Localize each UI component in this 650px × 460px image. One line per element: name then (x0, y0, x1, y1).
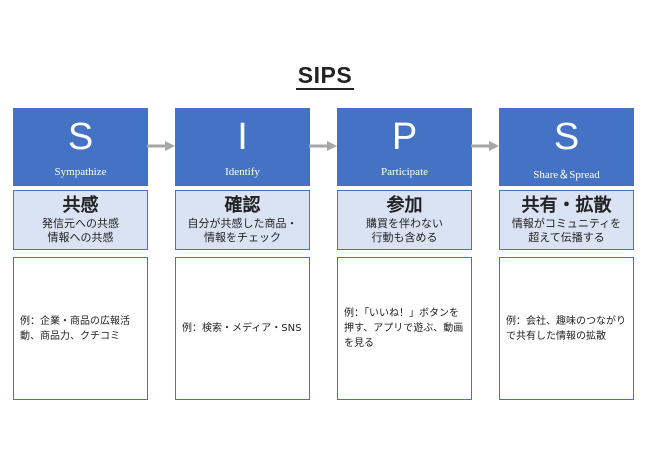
stage-header: S Share＆Spread (499, 108, 634, 186)
stage-description-line1: 情報がコミュニティを (511, 217, 622, 230)
stage-description-line2: 行動も含める (371, 231, 438, 244)
stage-english-name: Participate (380, 166, 429, 178)
stage-header: I Identify (175, 108, 310, 186)
stage-identify: I Identify 確認 自分が共感した商品・ 情報をチェック 例：検索・メデ… (175, 108, 310, 400)
stage-header: S Sympathize (13, 108, 148, 186)
stage-share-spread: S Share＆Spread 共有・拡散 情報がコミュニティを 超えて伝播する … (499, 108, 634, 400)
diagram-title: SIPS (295, 62, 355, 90)
stage-description-line1: 自分が共感した商品・ (187, 217, 298, 230)
stage-example-box: 例：会社、趣味のつながりで共有した情報の拡散 (499, 257, 634, 400)
stage-sympathize: S Sympathize 共感 発信元への共感 情報への共感 例：企業・商品の広… (13, 108, 148, 400)
stage-description-line2: 超えて伝播する (528, 231, 605, 244)
stage-description-line1: 発信元への共感 (42, 217, 119, 230)
stage-description-line2: 情報をチェック (204, 231, 281, 244)
stage-example: 例：会社、趣味のつながりで共有した情報の拡散 (506, 315, 626, 342)
stage-summary: 確認 自分が共感した商品・ 情報をチェック (175, 190, 310, 250)
stage-letter: P (391, 116, 418, 158)
stage-letter: I (237, 116, 248, 158)
stage-example-box: 例：「いいね！」ボタンを押す、アプリで遊ぶ、動画を見る (337, 257, 472, 400)
stage-participate: P Participate 参加 購買を伴わない 行動も含める 例：「いいね！」… (337, 108, 472, 400)
stage-japanese-name: 確認 (224, 195, 261, 216)
stage-example-box: 例：検索・メディア・SNS (175, 257, 310, 400)
stage-description-line2: 情報への共感 (47, 231, 114, 244)
stage-letter: S (553, 116, 580, 158)
stage-japanese-name: 共感 (62, 195, 99, 216)
stage-example: 例：検索・メディア・SNS (182, 323, 302, 334)
stage-japanese-name: 共有・拡散 (521, 195, 612, 216)
stage-letter: S (67, 116, 94, 158)
stage-english-name: Sympathize (54, 166, 107, 178)
stage-english-name: Share＆Spread (533, 169, 600, 181)
stage-example: 例：「いいね！」ボタンを押す、アプリで遊ぶ、動画を見る (344, 308, 464, 349)
stage-summary: 参加 購買を伴わない 行動も含める (337, 190, 472, 250)
stage-example-box: 例：企業・商品の広報活動、商品力、クチコミ (13, 257, 148, 400)
arrow-right-icon (147, 141, 175, 151)
stage-summary: 共感 発信元への共感 情報への共感 (13, 190, 148, 250)
stage-description-line1: 購買を伴わない (366, 217, 443, 230)
arrow-right-icon (309, 141, 337, 151)
stage-english-name: Identify (225, 166, 260, 178)
stage-header: P Participate (337, 108, 472, 186)
arrow-right-icon (471, 141, 499, 151)
stage-japanese-name: 参加 (386, 195, 423, 216)
stage-example: 例：企業・商品の広報活動、商品力、クチコミ (20, 315, 130, 342)
stage-summary: 共有・拡散 情報がコミュニティを 超えて伝播する (499, 190, 634, 250)
